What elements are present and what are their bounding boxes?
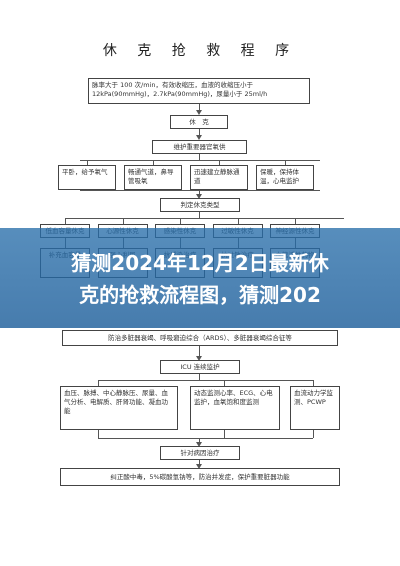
action-node: 平卧，给予氧气: [58, 165, 116, 190]
connector: [153, 160, 154, 165]
connector: [224, 430, 225, 438]
connector: [199, 190, 200, 196]
connector: [285, 160, 286, 165]
connector: [313, 430, 314, 438]
connector: [199, 212, 200, 218]
action-node: 畅通气道，鼻导管吸氧: [124, 165, 182, 190]
banner-line-1: 猜测2024年12月2日最新休: [71, 251, 329, 275]
monitor-left-node: 血压、脉搏、中心静脉压、尿量、血气分析、电解质、肝肾功能、凝血功能: [60, 386, 178, 430]
connector: [122, 218, 124, 224]
final-node: 纠正酸中毒，5%碳酸氢钠等，防治并发症，保护重要脏器功能: [60, 468, 340, 486]
monitor-branch-line: [98, 380, 313, 381]
connector: [219, 160, 220, 165]
flowchart-title: 休 克 抢 救 程 序: [102, 43, 298, 59]
connector: [87, 160, 88, 165]
branch-line: [80, 160, 320, 161]
monitor-mid-node: 动态监测心率、ECG、心电监护，血氧饱和度监测: [190, 386, 280, 430]
merge-line: [80, 190, 320, 191]
connector: [98, 430, 99, 438]
criteria-line-1: 脉率大于 100 次/min，有效收缩压，血液的收缩压小于: [92, 81, 253, 89]
types-branch-line: [66, 218, 344, 219]
connector: [199, 438, 200, 444]
arrow-head: [196, 135, 202, 140]
connector: [199, 154, 200, 160]
connector: [237, 218, 239, 224]
icu-node: ICU 连续监护: [160, 360, 240, 374]
criteria-box: 脉率大于 100 次/min，有效收缩压，血液的收缩压小于 12kPa(90mm…: [88, 78, 310, 104]
banner-line-2: 克的抢救流程图，猜测202: [79, 283, 321, 307]
connector: [199, 346, 200, 358]
arrow-head: [196, 356, 202, 361]
connector: [199, 129, 200, 137]
connector: [313, 380, 314, 386]
merge-line: [98, 438, 313, 439]
title-banner: 猜测2024年12月2日最新休 克的抢救流程图，猜测202: [0, 228, 400, 328]
arrow-head: [196, 110, 202, 115]
connector: [295, 218, 296, 224]
complications-node: 防治多脏器衰竭、呼吸窘迫综合（ARDS）、多脏器衰竭综合征等: [62, 330, 338, 346]
action-node: 迅速建立静脉通道: [190, 165, 248, 190]
shock-node: 休 克: [170, 115, 228, 129]
connector: [199, 460, 200, 466]
connector: [65, 218, 66, 224]
connector: [98, 380, 99, 386]
connector: [199, 104, 200, 112]
arrow-head: [196, 464, 202, 469]
assess-node: 维护重要器官氧供: [152, 140, 247, 154]
arrow-head: [196, 442, 202, 447]
treat-cause-node: 针对病因治疗: [160, 446, 240, 460]
classify-node: 判定休克类型: [160, 198, 240, 212]
monitor-right-node: 血流动力学监测、PCWP: [290, 386, 340, 430]
connector: [199, 374, 200, 380]
connector: [180, 218, 181, 224]
action-node: 保暖，保持体温，心电监护: [256, 165, 314, 190]
connector: [224, 380, 225, 386]
criteria-line-2: 12kPa(90mmHg)，2.7kPa(90mmHg)，尿量小于 25ml/h: [92, 90, 268, 98]
arrow-head: [196, 194, 202, 199]
